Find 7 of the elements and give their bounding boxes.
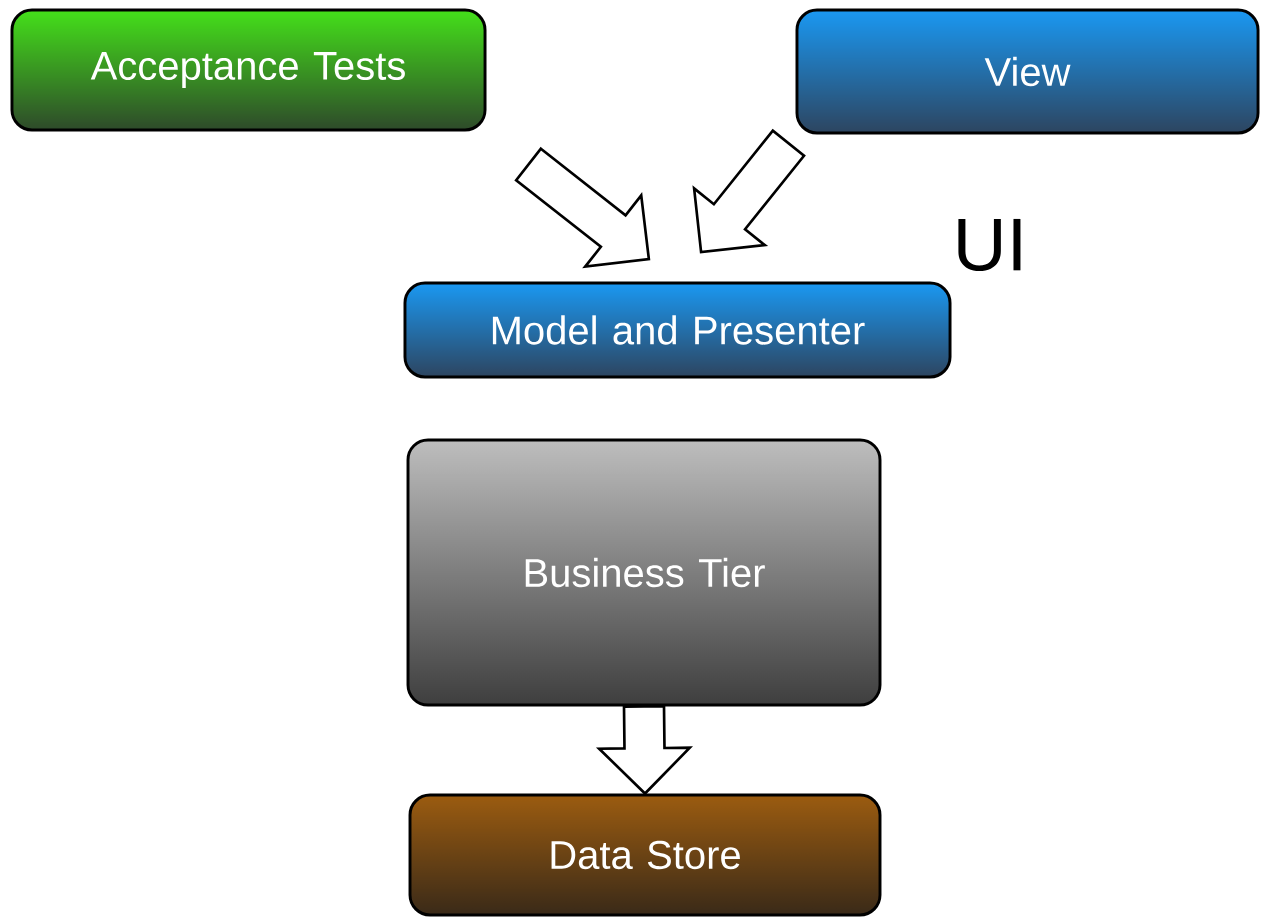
process-box: Acceptance Tests (10, 8, 487, 132)
process-box: Data Store (408, 793, 882, 917)
block-arrow (595, 704, 693, 796)
process-box: Business Tier (406, 438, 882, 707)
process-box: View (795, 8, 1260, 135)
process-box: Model and Presenter (403, 281, 952, 379)
section-label: UI (958, 218, 1021, 272)
